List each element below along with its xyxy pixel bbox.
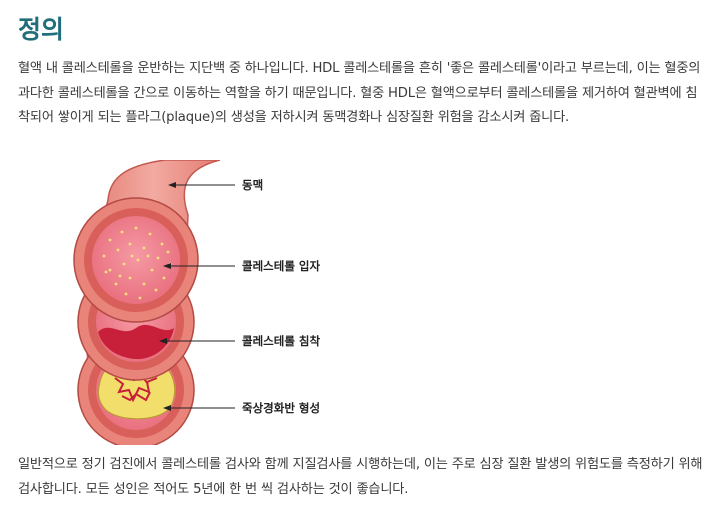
screening-paragraph: 일반적으로 정기 검진에서 콜레스테롤 검사와 함께 지질검사를 시행하는데, … [18,457,703,497]
label-atheroma-formation: 죽상경화반 형성 [242,401,320,415]
label-cholesterol-particles: 콜레스테롤 입자 [242,259,320,273]
definition-paragraph: 혈액 내 콜레스테롤을 운반하는 지단백 중 하나입니다. HDL 콜레스테롤을… [18,61,701,125]
artery-illustration: 동맥 콜레스테롤 입자 콜레스테롤 침착 죽상경화반 형성 [70,160,370,445]
label-artery: 동맥 [242,178,263,192]
section-title: 정의 [18,15,65,44]
label-cholesterol-deposit: 콜레스테롤 침착 [242,334,320,348]
cross-section-particles [73,197,199,323]
